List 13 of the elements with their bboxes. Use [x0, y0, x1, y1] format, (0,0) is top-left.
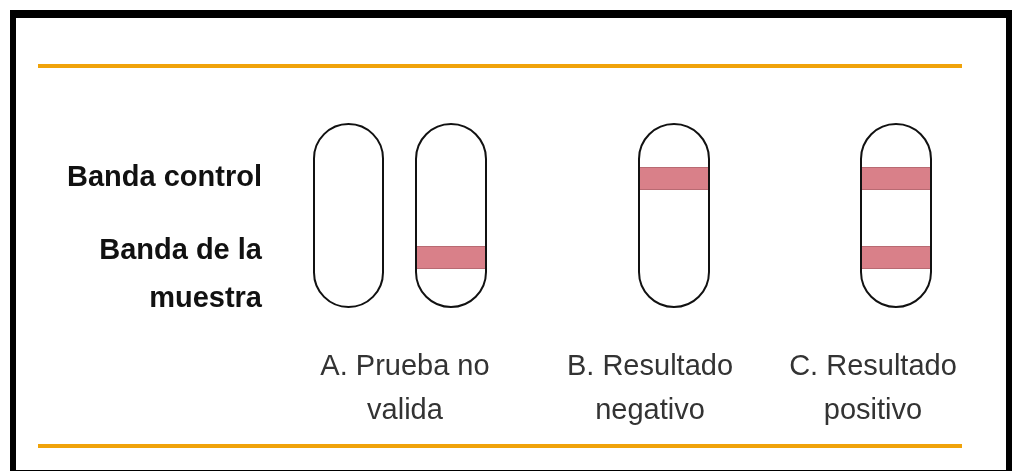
result-caption: B. Resultado negativo — [565, 348, 734, 427]
test-strip — [638, 123, 710, 308]
result-caption: A. Prueba no valida — [319, 348, 491, 427]
result-caption: C. Resultado positivo — [788, 348, 958, 427]
result-band — [417, 246, 485, 269]
result-band — [862, 167, 930, 190]
test-strip — [415, 123, 487, 308]
test-strip — [860, 123, 932, 308]
test-strip — [313, 123, 384, 308]
band-label: Banda control — [66, 159, 262, 194]
result-band — [862, 246, 930, 269]
result-band — [640, 167, 708, 190]
band-label: Banda de la muestra — [98, 232, 262, 315]
